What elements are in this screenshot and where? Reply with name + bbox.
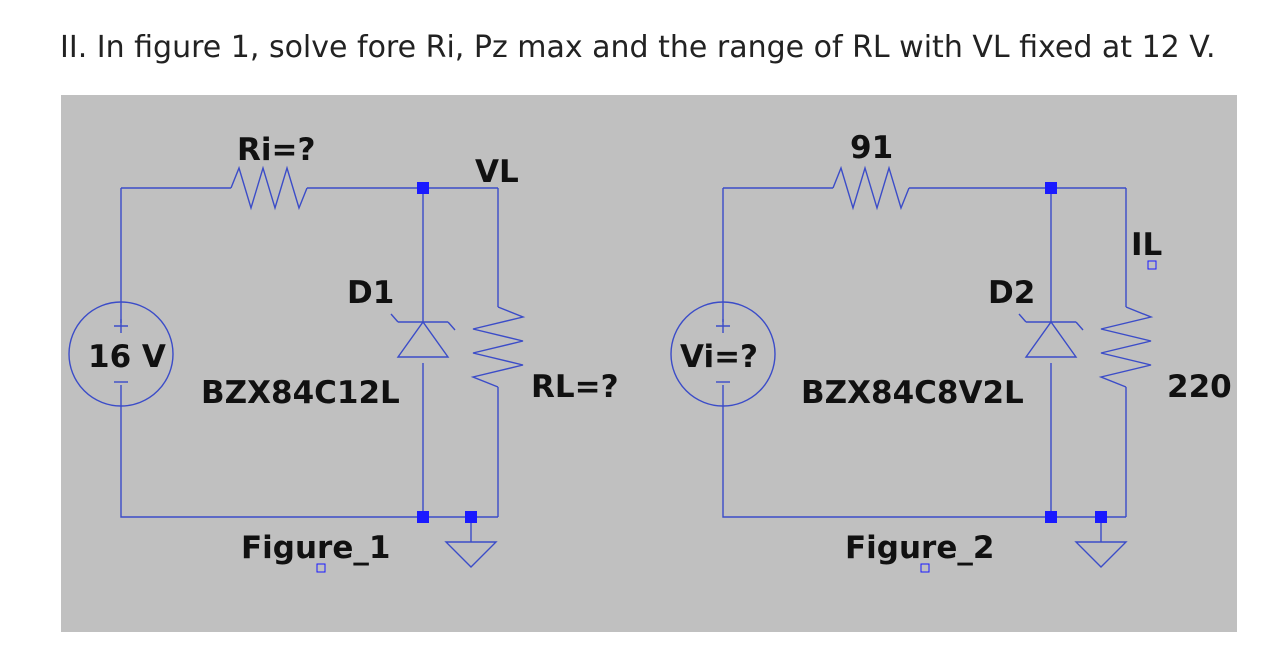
fig1-zener-body xyxy=(396,320,450,358)
fig2-resistor-label: 91 xyxy=(850,130,893,166)
fig2-source-circle xyxy=(670,301,776,407)
fig1-ground xyxy=(444,517,498,568)
fig1-resistor-label: Ri=? xyxy=(237,132,315,168)
question-text: II. In figure 1, solve fore Ri, Pz max a… xyxy=(60,30,1216,65)
fig1-label-anchor xyxy=(316,563,326,573)
figure-1-circuit xyxy=(68,165,526,568)
fig2-current-probe xyxy=(1147,260,1157,270)
figure-2-junctions xyxy=(1045,182,1107,523)
figure-1-junctions xyxy=(417,182,477,523)
fig1-node-label: VL xyxy=(475,154,519,190)
fig1-zener-bar xyxy=(390,313,456,331)
fig1-resistor-ri xyxy=(230,165,308,211)
figure-2-circuit xyxy=(670,165,1154,568)
fig2-junction-bottom xyxy=(1045,511,1057,523)
fig2-current-label: IL xyxy=(1131,227,1162,263)
fig2-load-label: 220 xyxy=(1167,369,1232,405)
fig1-source-label: 16 V xyxy=(88,339,166,375)
schematic-panel: Ri=? VL 16 V D1 BZX84C12L RL=? Figure_1 … xyxy=(61,95,1237,632)
fig2-junction-ground xyxy=(1095,511,1107,523)
fig2-junction-top xyxy=(1045,182,1057,194)
fig1-junction-bottom xyxy=(417,511,429,523)
fig1-resistor-rl xyxy=(470,306,526,388)
fig2-label-anchor xyxy=(920,563,930,573)
fig2-diode-part: BZX84C8V2L xyxy=(801,375,1024,411)
fig1-wire-bottom xyxy=(120,385,498,518)
fig1-diode-ref: D1 xyxy=(347,275,394,311)
fig1-junction-ground xyxy=(465,511,477,523)
fig2-diode-ref: D2 xyxy=(988,275,1035,311)
fig2-zener-bar xyxy=(1018,313,1084,331)
fig2-figure-label: Figure_2 xyxy=(845,530,994,566)
fig1-load-label: RL=? xyxy=(531,369,619,405)
fig2-resistor-91 xyxy=(832,165,910,211)
fig1-diode-part: BZX84C12L xyxy=(201,375,400,411)
fig1-figure-label: Figure_1 xyxy=(241,530,390,566)
fig2-zener-body xyxy=(1024,320,1078,358)
fig2-wire-bottom xyxy=(722,385,1126,518)
fig1-junction-top xyxy=(417,182,429,194)
schematic-canvas: Ri=? VL 16 V D1 BZX84C12L RL=? Figure_1 … xyxy=(68,130,1232,573)
fig2-source-label: Vi=? xyxy=(680,339,758,375)
fig2-ground xyxy=(1074,517,1128,568)
fig2-wire-top-left xyxy=(722,187,833,322)
fig1-source-circle xyxy=(68,301,174,407)
fig2-resistor-220 xyxy=(1098,306,1154,388)
fig1-source-plus xyxy=(114,319,128,333)
fig2-source-plus xyxy=(716,319,730,333)
fig1-wire-top-left xyxy=(120,187,231,323)
